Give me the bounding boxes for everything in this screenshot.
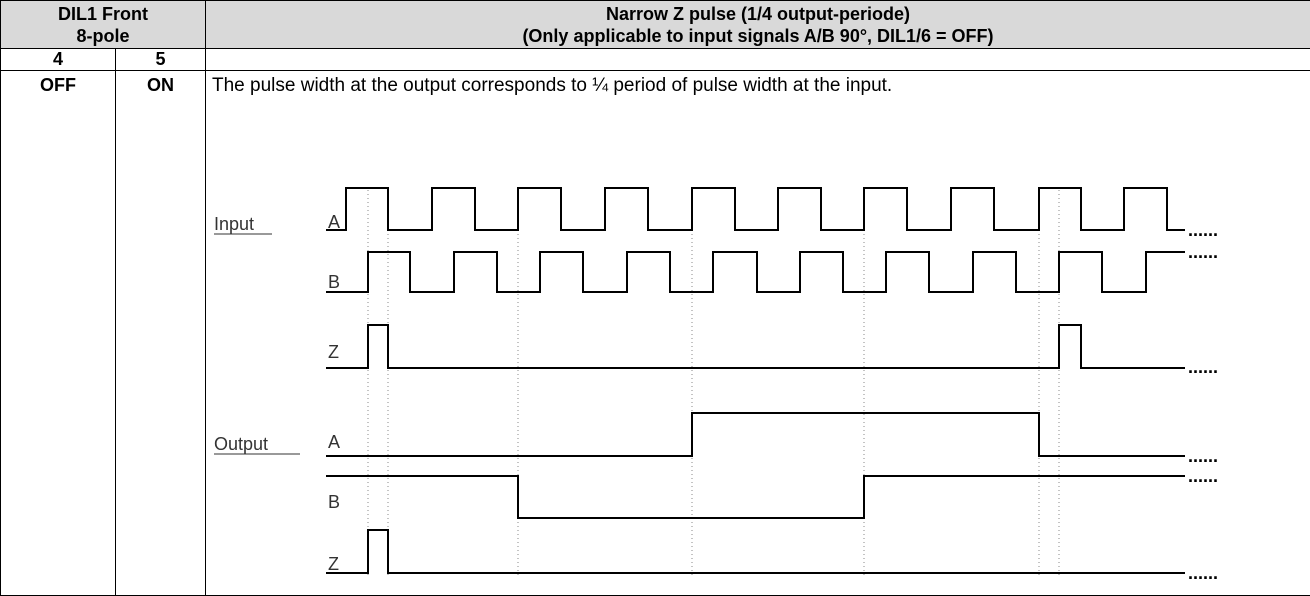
pole-number-row: 4 5: [1, 49, 1310, 71]
input-z-label: Z: [328, 342, 339, 362]
timing-diagram: Input Output A B Z A B Z ...... ...... .…: [207, 128, 1287, 580]
description-text: The pulse width at the output correspond…: [206, 71, 1310, 97]
dil-header-line2: 8-pole: [1, 25, 205, 47]
input-a-continuation: ......: [1188, 220, 1218, 240]
output-a-waveform: [326, 413, 1185, 456]
output-group-label: Output: [214, 434, 268, 454]
dil-header-cell: DIL1 Front 8-pole: [1, 1, 206, 49]
pole-5-value: ON: [116, 71, 206, 596]
header-row: DIL1 Front 8-pole Narrow Z pulse (1/4 ou…: [1, 1, 1310, 49]
title-header-cell: Narrow Z pulse (1/4 output-periode) (Onl…: [206, 1, 1310, 49]
output-z-label: Z: [328, 554, 339, 574]
input-b-continuation: ......: [1188, 242, 1218, 262]
output-a-label: A: [328, 432, 340, 452]
output-a-continuation: ......: [1188, 446, 1218, 466]
input-a-waveform: [326, 188, 1185, 230]
output-b-label: B: [328, 492, 340, 512]
input-group-label: Input: [214, 214, 254, 234]
input-b-label: B: [328, 272, 340, 292]
dil-header-line1: DIL1 Front: [1, 3, 205, 25]
empty-header-cell: [206, 49, 1310, 71]
output-z-continuation: ......: [1188, 563, 1218, 580]
input-z-continuation: ......: [1188, 357, 1218, 377]
input-b-waveform: [326, 252, 1185, 292]
title-line1: Narrow Z pulse (1/4 output-periode): [206, 3, 1310, 25]
pole-4-header: 4: [1, 49, 116, 71]
continuation-dots: ...... ...... ...... ...... ...... .....…: [1188, 220, 1218, 580]
output-z-waveform: [326, 530, 1185, 573]
title-line2: (Only applicable to input signals A/B 90…: [206, 25, 1310, 47]
input-z-waveform: [326, 325, 1185, 368]
pole-5-header: 5: [116, 49, 206, 71]
signal-waveforms: [326, 188, 1185, 573]
output-b-continuation: ......: [1188, 466, 1218, 486]
pole-4-value: OFF: [1, 71, 116, 596]
output-b-waveform: [326, 476, 1185, 518]
